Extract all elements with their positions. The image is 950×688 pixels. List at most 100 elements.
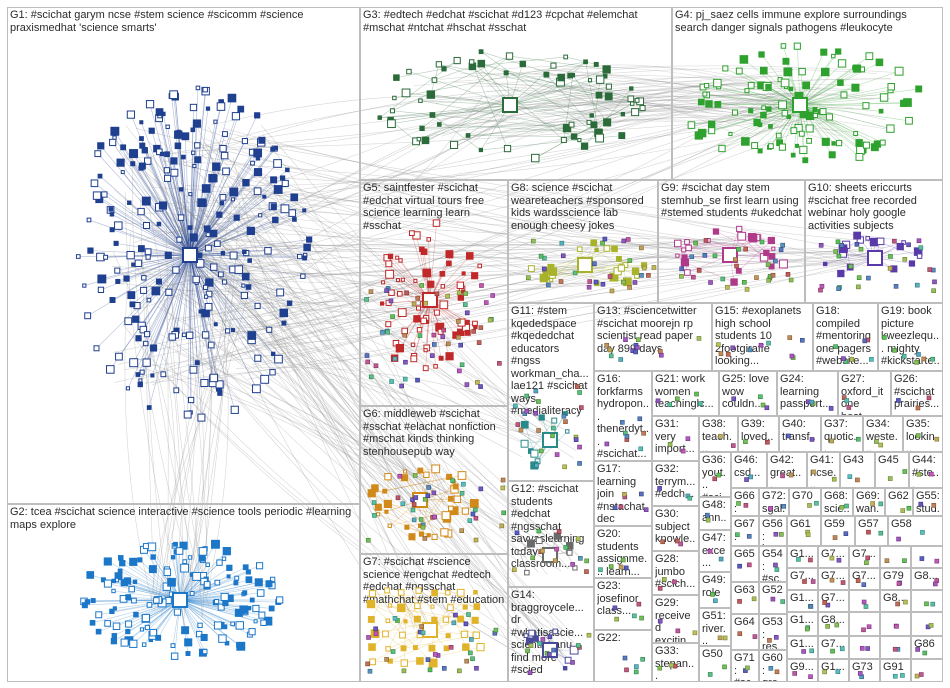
group-label-g25: G25: love wow couldn... (722, 373, 774, 411)
group-label-g12: G12: #scichat students #edchat #ngsschat… (511, 483, 591, 571)
group-box-g18: G18: compiled #mentoring one pagers #web… (813, 303, 878, 371)
group-label-small-16: G8... (821, 614, 846, 627)
group-box-g27: G27: oxford_it one best... (838, 371, 891, 416)
group-box-small-2: G7... (818, 546, 849, 568)
group-box-g26: G26: #scichat prairies... (891, 371, 943, 416)
group-label-g20: G20: students assignme... learn... (597, 528, 649, 578)
group-label-g8: G8: science #scichat weareteachers #spon… (511, 182, 655, 232)
group-box-small-26 (911, 659, 943, 682)
group-box-g65: G65 (731, 546, 759, 582)
group-box-g8: G8: science #scichat weareteachers #spon… (508, 180, 658, 303)
group-label-g47: G47: exce... (702, 532, 728, 570)
group-box-g16: G16: forkfarms hydropon... thenerdyt... … (594, 371, 652, 461)
group-box-g43: G43 (840, 452, 875, 488)
group-box-small-10: G1... (787, 590, 818, 612)
group-box-g40: G40: transf... (779, 416, 821, 452)
group-label-g64: G64 (734, 616, 756, 629)
group-box-g45: G45 (875, 452, 909, 488)
group-label-g66: G66: sm... (734, 490, 756, 516)
group-box-small-16: G8... (818, 612, 849, 636)
group-label-g34: G34: weste... (866, 418, 900, 452)
group-label-small-9: G8... (914, 570, 940, 583)
group-box-g32: G32: terrym... #edch... (652, 461, 699, 506)
group-box-g22: G22: (594, 630, 652, 682)
group-box-g52: G52 (759, 582, 787, 614)
group-box-g46: G46: csd... (731, 452, 767, 488)
group-box-g38: G38: teach... (699, 416, 738, 452)
group-box-small-18 (880, 612, 911, 636)
group-box-g91: G91 (880, 659, 911, 682)
group-box-g3: G3: #edtech #edchat #scichat #d123 #cpch… (360, 7, 672, 180)
group-box-g41: G41: ncse... (807, 452, 840, 488)
group-box-g10: G10: sheets ericcurts #scichat free reco… (805, 180, 943, 303)
group-label-g59: G59 (824, 518, 852, 531)
group-box-g12: G12: #scichat students #edchat #ngsschat… (508, 481, 594, 587)
group-box-g4: G4: pj_saez cells immune explore surroun… (672, 7, 943, 180)
group-box-small-6: G7... (787, 568, 818, 590)
group-label-g55: G55: stud... (916, 490, 940, 516)
group-label-g58: G58 (891, 518, 940, 531)
group-label-g56: G56: kno... (762, 518, 784, 546)
group-box-g23: G23: josefinor class... (594, 578, 652, 630)
group-box-g39: G39: loved... (738, 416, 779, 452)
group-label-g31: G31: very import... (655, 418, 696, 456)
group-label-g49: G49: role (702, 574, 728, 599)
group-label-g7: G7: #scichat #science science #engchat #… (363, 556, 505, 606)
group-label-g57: G57 (858, 518, 885, 531)
group-box-g5: G5: saintfester #scichat #edchat virtual… (360, 180, 508, 406)
group-label-small-20: G1... (790, 638, 815, 651)
group-box-g31: G31: very import... (652, 416, 699, 461)
group-label-small-24: G9... (790, 661, 815, 674)
group-box-g49: G49: role (699, 572, 731, 608)
group-box-g11: G11: #stem kqededspace #kqededchat educa… (508, 303, 594, 481)
group-box-g73: G73 (849, 659, 880, 682)
group-box-g72: G72: sgal... (759, 488, 789, 516)
group-label-g33: G33: stepan... (655, 645, 696, 682)
group-box-g54: G54: #sc... (759, 546, 787, 582)
group-box-g19: G19: book picture kweezlequ... mighty #k… (878, 303, 943, 371)
group-label-g3: G3: #edtech #edchat #scichat #d123 #cpch… (363, 9, 669, 34)
group-label-g6: G6: middleweb #scichat #sschat #elachat … (363, 408, 505, 458)
group-box-g9: G9: #scichat day stem stemhub_se first l… (658, 180, 805, 303)
group-label-g5: G5: saintfester #scichat #edchat virtual… (363, 182, 505, 232)
group-box-g1: G1: #scichat garym ncse #stem science #s… (7, 7, 360, 504)
group-box-small-5 (911, 546, 943, 568)
group-box-g30: G30: subject knowle... (652, 506, 699, 551)
group-label-g23: G23: josefinor class... (597, 580, 649, 618)
group-label-small-7: G7... (821, 570, 846, 583)
group-box-g48: G48: ann... (699, 497, 731, 530)
group-label-g71: G71: #sc... (734, 652, 756, 682)
group-label-g40: G40: transf... (782, 418, 818, 452)
group-label-g9: G9: #scichat day stem stemhub_se first l… (661, 182, 802, 220)
group-box-g71: G71: #sc... (731, 650, 759, 682)
group-label-g70: G70 (792, 490, 818, 503)
group-box-g64: G64 (731, 614, 759, 650)
group-label-g91: G91 (883, 661, 908, 674)
group-label-g44: G44: #ste... (912, 454, 940, 488)
group-box-g56: G56: kno... (759, 516, 787, 546)
group-label-g24: G24: learning passport... (780, 373, 835, 411)
group-label-g63: G63 (734, 584, 756, 597)
group-box-g34: G34: weste... (863, 416, 903, 452)
group-box-small-20: G1... (787, 636, 818, 659)
group-label-small-11: G7... (821, 592, 846, 605)
group-label-g10: G10: sheets ericcurts #scichat free reco… (808, 182, 940, 232)
group-label-g54: G54: #sc... (762, 548, 784, 582)
group-label-small-8: G7... (852, 570, 877, 583)
group-box-g58: G58 (888, 516, 943, 546)
group-box-small-22 (849, 636, 880, 659)
group-label-g62: G62 (888, 490, 910, 503)
group-label-g32: G32: terrym... #edch... (655, 463, 696, 501)
group-box-small-21: G7... (818, 636, 849, 659)
group-box-g70: G70 (789, 488, 821, 516)
group-label-g15: G15: #exoplanets high school students 10… (715, 305, 810, 368)
group-label-small-1: G1... (790, 548, 815, 561)
group-box-g50: G50 (699, 646, 731, 682)
group-box-g44: G44: #ste... (909, 452, 943, 488)
group-box-g17: G17: learning join #nstachat dec 2021... (594, 461, 652, 526)
group-label-g65: G65 (734, 548, 756, 561)
group-label-g41: G41: ncse... (810, 454, 837, 488)
group-box-g35: G35: lookin... (903, 416, 943, 452)
group-label-g18: G18: compiled #mentoring one pagers #web… (816, 305, 875, 368)
